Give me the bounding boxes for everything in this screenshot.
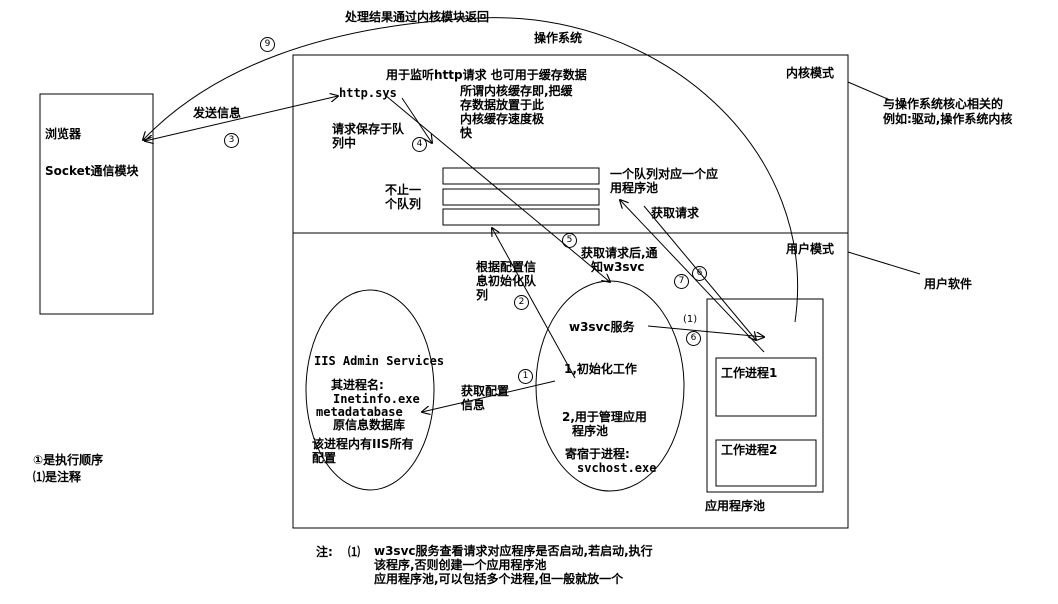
- http-sys: http.sys: [339, 86, 397, 100]
- send-arrow: [145, 96, 338, 141]
- user-note: 用户软件: [924, 277, 973, 291]
- return-label: 处理结果通过内核模块返回: [345, 10, 490, 24]
- footnote-line-2: 该程序,否则创建一个应用程序池: [374, 558, 547, 572]
- browser-title: 浏览器: [45, 127, 82, 141]
- iis-admin-ellipse: [305, 289, 435, 491]
- socket-module: Socket通信模块: [45, 164, 139, 178]
- worker-process-1: 工作进程1: [721, 366, 778, 380]
- w3svc-worker-arrow: [647, 325, 764, 337]
- request-queue-2: 列中: [332, 136, 357, 150]
- w3svc-host-exe: svchost.exe: [577, 461, 657, 475]
- w3svc-host-label: 寄宿于进程:: [565, 447, 630, 461]
- queue-box-1: [442, 167, 600, 185]
- iis-meta-cn: 原信息数据库: [333, 418, 406, 432]
- request-queue-1: 请求保存于队: [332, 122, 405, 136]
- legend-annotation: ⑴是注释: [33, 470, 82, 484]
- worker-box-2: [715, 439, 817, 487]
- w3svc-manage-1: 2,用于管理应用: [562, 410, 647, 424]
- step-4-marker: 4: [412, 137, 427, 152]
- user-note-leader: [847, 251, 921, 275]
- queue-per-pool-1: 一个队列对应一个应: [610, 167, 719, 181]
- return-arc: [143, 17, 798, 323]
- browser-box: [39, 93, 154, 315]
- config-arrow: [422, 380, 556, 412]
- legend-execution-order: ①是执行顺序: [33, 453, 104, 467]
- kernel-mode-label: 内核模式: [786, 66, 835, 80]
- footnote-line-1: w3svc服务查看请求对应程序是否启动,若启动,执行: [374, 544, 653, 558]
- step-9-marker: 9: [260, 37, 275, 52]
- kernel-note-leader: [847, 81, 891, 101]
- init-queue-1: 根据配置信: [476, 260, 537, 274]
- app-pool-label: 应用程序池: [705, 499, 766, 513]
- app-pool-box: [706, 298, 824, 493]
- iis-proc-label: 其进程名:: [331, 378, 384, 392]
- queue-box-3: [442, 208, 600, 226]
- http-listen-label: 用于监听http请求 也可用于缓存数据: [386, 68, 587, 82]
- kernel-cache-3: 内核缓存速度极: [460, 112, 545, 126]
- os-title: 操作系统: [534, 31, 583, 45]
- footnote-line-3: 应用程序池,可以包括多个进程,但一般就放一个: [374, 572, 624, 586]
- multi-queue-1: 不止一: [385, 183, 422, 197]
- notify-arrow: [384, 94, 610, 282]
- note-1-marker: (1): [683, 314, 698, 325]
- after-get-2: 知w3svc: [591, 260, 645, 274]
- after-get-1: 获取请求后,通: [581, 246, 658, 260]
- iis-contains-1: 该进程内有IIS所有: [312, 437, 414, 451]
- os-box: [292, 54, 849, 529]
- step-6-marker-a: 6: [692, 266, 707, 281]
- step-6-marker-b: 6: [686, 331, 701, 346]
- iis-contains-2: 配置: [312, 451, 337, 465]
- get-request-label: 获取请求: [651, 206, 700, 220]
- kernel-cache-1: 所谓内核缓存即,把缓: [460, 84, 573, 98]
- queue-box-2: [442, 188, 600, 206]
- get-config-1: 获取配置: [461, 384, 510, 398]
- step-2-marker: 2: [514, 295, 529, 310]
- init-queue-2: 息初始化队: [476, 274, 537, 288]
- get-config-2: 信息: [461, 398, 486, 412]
- footnote-mark: ⑴: [348, 545, 361, 559]
- kernel-cache-4: 快: [460, 126, 473, 140]
- step-7-marker: 7: [674, 274, 689, 289]
- user-mode-label: 用户模式: [786, 242, 835, 256]
- worker-process-2: 工作进程2: [721, 443, 778, 457]
- note-1-number: 1: [686, 314, 694, 325]
- kernel-note-2: 例如:驱动,操作系统内核: [883, 112, 1013, 126]
- init-queue-arrow: [492, 228, 576, 379]
- step-1-marker: 1: [518, 369, 533, 384]
- w3svc-init: 1,初始化工作: [564, 362, 637, 376]
- queue-per-pool-2: 用程序池: [610, 181, 659, 195]
- multi-queue-2: 个队列: [385, 197, 422, 211]
- iis-admin-title: IIS Admin Services: [314, 354, 445, 368]
- w3svc-manage-2: 程序池: [572, 424, 609, 438]
- kernel-cache-2: 存数据放置于此: [460, 98, 545, 112]
- footnote-prefix: 注:: [316, 545, 333, 559]
- step-3-marker: 3: [224, 133, 239, 148]
- iis-proc-exe: Inetinfo.exe: [333, 392, 420, 406]
- store-queue-arrow: [401, 97, 432, 143]
- worker-box-1: [715, 357, 817, 417]
- w3svc-service: w3svc服务: [569, 320, 635, 334]
- send-info-label: 发送信息: [193, 106, 242, 120]
- kernel-note-1: 与操作系统核心相关的: [883, 97, 1004, 111]
- init-queue-3: 列: [476, 288, 489, 302]
- iis-metadatabase: metadatabase: [316, 405, 403, 419]
- step-5-marker: 5: [562, 233, 577, 248]
